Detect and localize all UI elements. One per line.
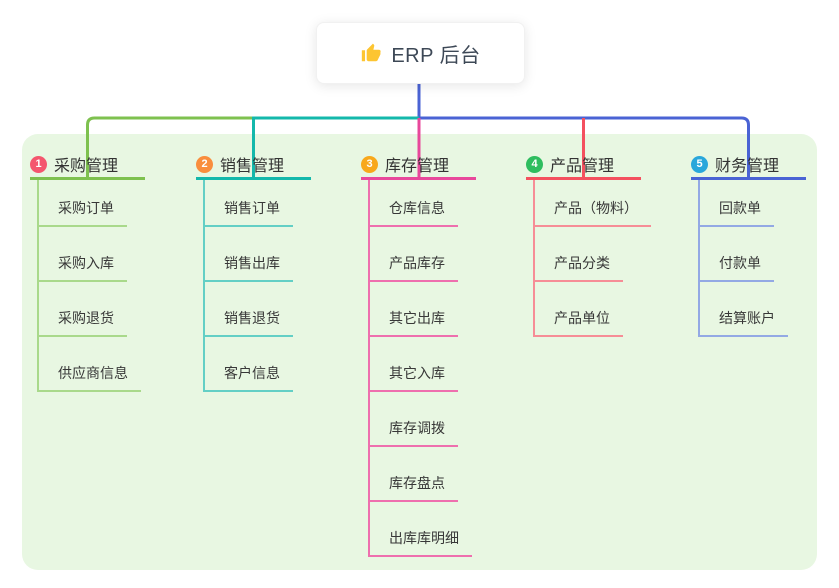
- mindmap-item: 产品（物料）: [535, 180, 651, 227]
- branch-badge-5: 5: [691, 155, 708, 173]
- root-title: ERP 后台: [391, 44, 481, 67]
- mindmap-item: 出库库明细: [370, 502, 476, 557]
- item-label[interactable]: 销售出库: [205, 253, 293, 282]
- branch-sales: 2 销售管理 销售订单 销售出库 销售退货 客户信息: [196, 151, 311, 392]
- item-label[interactable]: 客户信息: [205, 363, 293, 392]
- item-label[interactable]: 仓库信息: [370, 198, 458, 227]
- root-node-erp[interactable]: ERP 后台: [316, 22, 525, 84]
- branch-badge-1: 1: [30, 155, 47, 173]
- branch-finance: 5 财务管理 回款单 付款单 结算账户: [691, 151, 806, 337]
- branch-product: 4 产品管理 产品（物料） 产品分类 产品单位: [526, 151, 651, 337]
- branch-badge-2: 2: [196, 155, 213, 173]
- mindmap-item: 销售订单: [205, 180, 311, 227]
- mindmap-item: 仓库信息: [370, 180, 476, 227]
- item-label[interactable]: 回款单: [700, 198, 774, 227]
- branch-title: 库存管理: [385, 158, 450, 175]
- branch-title: 采购管理: [54, 158, 119, 175]
- branch-items: 采购订单 采购入库 采购退货 供应商信息: [37, 180, 145, 392]
- item-label[interactable]: 产品（物料）: [535, 198, 651, 227]
- branch-items: 仓库信息 产品库存 其它出库 其它入库 库存调拨 库存盘点 出库库明细: [368, 180, 476, 557]
- branch-items: 产品（物料） 产品分类 产品单位: [533, 180, 651, 337]
- mindmap-item: 客户信息: [205, 337, 311, 392]
- item-label[interactable]: 产品库存: [370, 253, 458, 282]
- branch-header-finance[interactable]: 5 财务管理: [691, 151, 806, 180]
- branch-items: 销售订单 销售出库 销售退货 客户信息: [203, 180, 311, 392]
- mindmap-item: 产品分类: [535, 227, 641, 282]
- item-label[interactable]: 供应商信息: [39, 363, 141, 392]
- branch-inventory: 3 库存管理 仓库信息 产品库存 其它出库 其它入库 库存调拨 库存盘点 出库库…: [361, 151, 476, 557]
- item-label[interactable]: 采购订单: [39, 198, 127, 227]
- mindmap-item: 销售退货: [205, 282, 311, 337]
- item-label[interactable]: 库存调拨: [370, 418, 458, 447]
- item-label[interactable]: 其它出库: [370, 308, 458, 337]
- mindmap-item: 销售出库: [205, 227, 311, 282]
- mindmap-item: 产品单位: [535, 282, 641, 337]
- branch-title: 销售管理: [220, 158, 285, 175]
- item-label[interactable]: 采购退货: [39, 308, 127, 337]
- branch-header-product[interactable]: 4 产品管理: [526, 151, 641, 180]
- item-label[interactable]: 其它入库: [370, 363, 458, 392]
- branch-badge-3: 3: [361, 155, 378, 173]
- branch-title: 产品管理: [550, 158, 615, 175]
- branch-badge-4: 4: [526, 155, 543, 173]
- mindmap-item: 采购订单: [39, 180, 145, 227]
- item-label[interactable]: 采购入库: [39, 253, 127, 282]
- item-label[interactable]: 销售退货: [205, 308, 293, 337]
- branch-title: 财务管理: [715, 158, 780, 175]
- mindmap-item: 结算账户: [700, 282, 806, 337]
- thumbs-up-icon: [362, 43, 382, 62]
- mindmap-item: 其它入库: [370, 337, 476, 392]
- mindmap-item: 库存盘点: [370, 447, 476, 502]
- branch-header-sales[interactable]: 2 销售管理: [196, 151, 311, 180]
- branch-purchase: 1 采购管理 采购订单 采购入库 采购退货 供应商信息: [30, 151, 145, 392]
- item-label[interactable]: 产品分类: [535, 253, 623, 282]
- mindmap-item: 产品库存: [370, 227, 476, 282]
- item-label[interactable]: 库存盘点: [370, 473, 458, 502]
- mindmap-item: 供应商信息: [39, 337, 145, 392]
- branch-header-inventory[interactable]: 3 库存管理: [361, 151, 476, 180]
- item-label[interactable]: 结算账户: [700, 308, 788, 337]
- mindmap-panel: [22, 134, 817, 570]
- mindmap-item: 采购退货: [39, 282, 145, 337]
- branch-items: 回款单 付款单 结算账户: [698, 180, 806, 337]
- item-label[interactable]: 付款单: [700, 253, 774, 282]
- mindmap-item: 库存调拨: [370, 392, 476, 447]
- item-label[interactable]: 产品单位: [535, 308, 623, 337]
- item-label[interactable]: 出库库明细: [370, 528, 472, 557]
- item-label[interactable]: 销售订单: [205, 198, 293, 227]
- branch-header-purchase[interactable]: 1 采购管理: [30, 151, 145, 180]
- mindmap-item: 采购入库: [39, 227, 145, 282]
- mindmap-item: 付款单: [700, 227, 806, 282]
- mindmap-item: 其它出库: [370, 282, 476, 337]
- mindmap-item: 回款单: [700, 180, 806, 227]
